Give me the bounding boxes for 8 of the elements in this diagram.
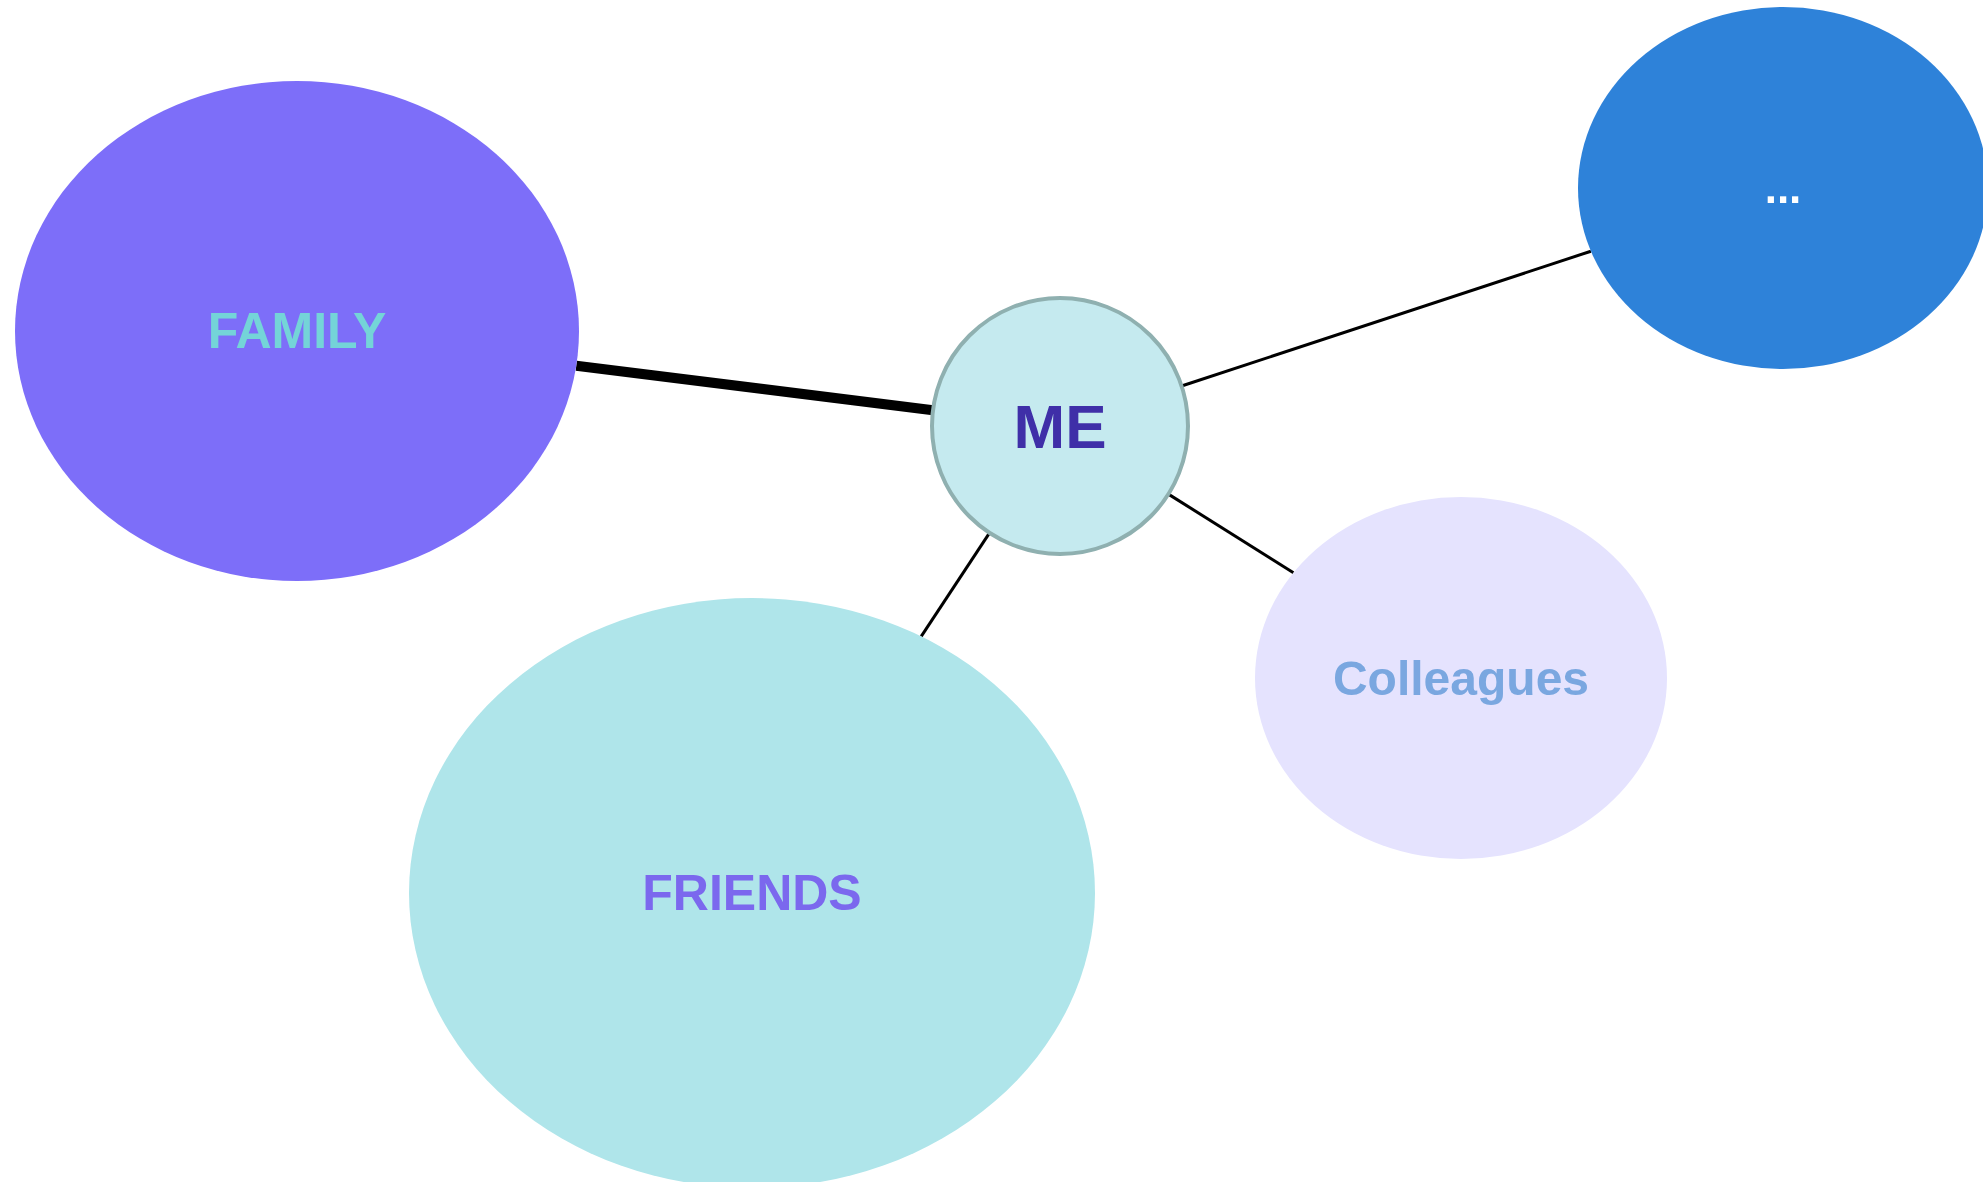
connector-line: [1181, 249, 1592, 388]
connector-line: [919, 532, 991, 638]
node-label: ...: [1763, 163, 1803, 213]
node-label: Colleagues: [1331, 650, 1591, 706]
node-label: FRIENDS: [641, 864, 863, 922]
node-label: FAMILY: [206, 302, 388, 360]
node-label: ME: [1012, 390, 1108, 462]
connector-line: [1167, 492, 1295, 574]
